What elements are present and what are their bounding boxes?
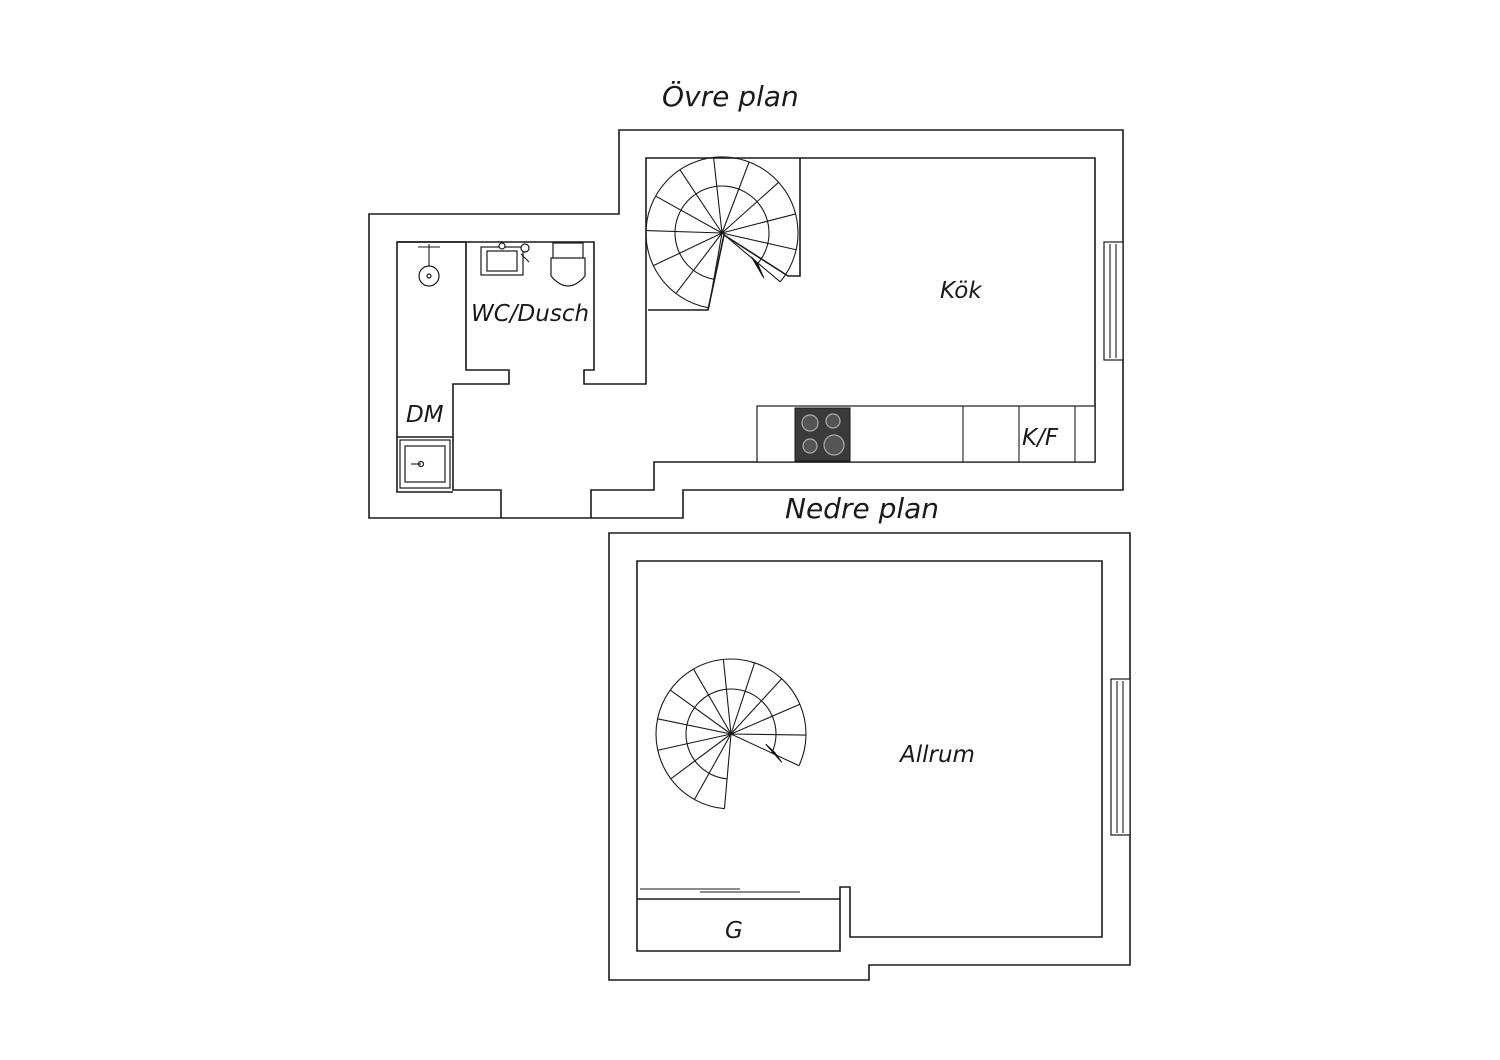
lower-window (1110, 678, 1131, 836)
sink-icon (480, 242, 524, 276)
shower-icon (418, 244, 440, 287)
stair-tread (730, 733, 800, 767)
stair-tread (675, 232, 723, 294)
spiral-stair-upper (645, 156, 799, 309)
lower-inner-wall (636, 560, 1103, 952)
room-label-kitchen: Kök (940, 278, 983, 304)
washbasin-icon (399, 439, 451, 489)
stair-tread (670, 733, 732, 780)
stair-tread (721, 232, 781, 283)
stair-tread (730, 733, 807, 736)
stair-tread (657, 733, 732, 751)
stair-outer-arc (645, 156, 799, 309)
room-label-storage: G (725, 918, 743, 944)
room-label-living: Allrum (898, 742, 975, 768)
room-label-laundry: DM (406, 402, 444, 428)
stair-tread (653, 232, 723, 267)
upper-inner-wall (396, 241, 510, 518)
sliding-door (640, 888, 800, 893)
stair-tread (721, 161, 750, 234)
upper-floor: Övre plan (368, 79, 1124, 519)
stair-tread (730, 662, 756, 735)
stair-direction-arrow (765, 743, 783, 763)
stair-direction-arrow (750, 256, 765, 279)
tap-icon (520, 243, 530, 263)
stair-tread (721, 181, 780, 234)
stair-tread (679, 169, 723, 234)
stair-tread (723, 733, 732, 809)
room-label-bathroom: WC/Dusch (471, 301, 589, 327)
stair-tread (657, 718, 732, 735)
spiral-stair-lower (655, 658, 807, 810)
stair-tread (721, 213, 796, 234)
stair-tread (722, 659, 732, 735)
stove-icon (794, 407, 851, 462)
stair-tread (646, 230, 723, 234)
lower-floor: Nedre plan Allrum G (608, 492, 1131, 981)
stair-tread (693, 733, 732, 800)
bathroom-wall (397, 157, 1096, 518)
upper-floor-title: Övre plan (662, 79, 799, 113)
lower-floor-title: Nedre plan (785, 492, 939, 525)
stair-tread (669, 689, 732, 735)
upper-outer-wall (368, 129, 1124, 519)
upper-window (1103, 241, 1124, 361)
stair-tread (730, 703, 801, 735)
room-label-fridge: K/F (1022, 425, 1059, 451)
stair-tread (693, 668, 732, 735)
stair-tread (721, 232, 797, 251)
stair-tread (655, 195, 723, 234)
upper-stair-wall (648, 158, 801, 311)
toilet-icon (550, 242, 586, 287)
lower-outer-wall (608, 532, 1131, 981)
stair-tread (713, 157, 723, 234)
stair-tread (708, 232, 723, 308)
stair-tread (730, 678, 783, 735)
stair-inner-arc (674, 185, 770, 280)
